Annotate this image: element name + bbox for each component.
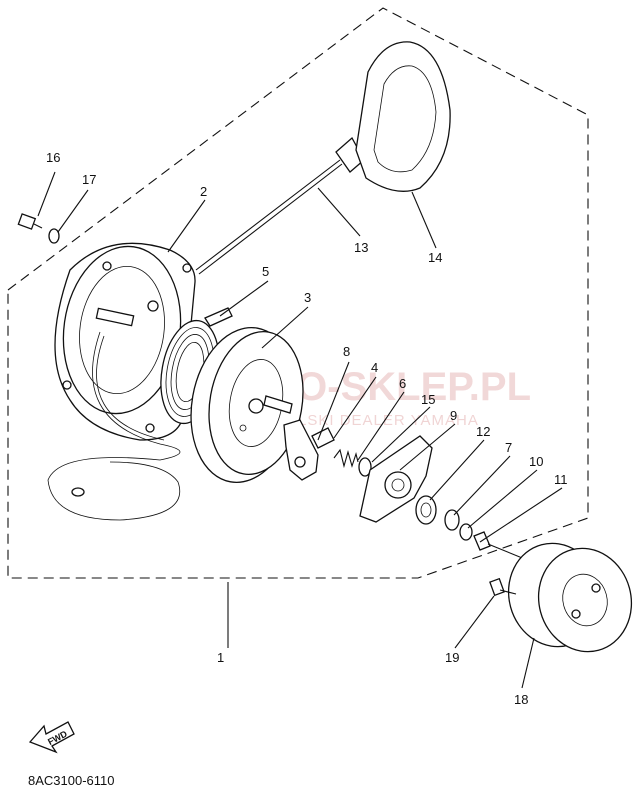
- washer-6: [358, 457, 372, 477]
- callout-9: 9: [450, 408, 457, 423]
- leader-lines: [37, 171, 563, 689]
- rope-pulley: [190, 327, 304, 483]
- callout-18: 18: [514, 692, 528, 707]
- callout-14: 14: [428, 250, 442, 265]
- loose-rope-coil: [47, 331, 181, 521]
- starter-drum: [507, 542, 633, 653]
- callout-12: 12: [476, 424, 490, 439]
- callout-13: 13: [354, 240, 368, 255]
- callout-3: 3: [304, 290, 311, 305]
- bolt-16: [17, 213, 43, 230]
- starter-handle: [335, 41, 451, 192]
- callout-16: 16: [46, 150, 60, 165]
- callout-8: 8: [343, 344, 350, 359]
- washer-17: [48, 228, 60, 244]
- callout-7: 7: [505, 440, 512, 455]
- fwd-arrow-icon: FWD: [28, 721, 75, 754]
- callout-19: 19: [445, 650, 459, 665]
- diagram-code: 8AC3100-6110: [28, 773, 115, 788]
- callout-4: 4: [371, 360, 378, 375]
- spring-washer-7: [444, 509, 460, 531]
- callout-17: 17: [82, 172, 96, 187]
- friction-plate: [359, 435, 433, 523]
- callout-1: 1: [217, 650, 224, 665]
- callout-6: 6: [399, 376, 406, 391]
- drive-pawl: [283, 419, 335, 481]
- bolt-19: [489, 577, 517, 597]
- pawl-spring: [333, 448, 359, 469]
- callout-10: 10: [529, 454, 543, 469]
- callout-15: 15: [421, 392, 435, 407]
- washer-10: [459, 523, 473, 541]
- assembly-boundary: [7, 7, 589, 579]
- starter-rope: [195, 159, 341, 271]
- callout-11: 11: [554, 472, 568, 487]
- callout-2: 2: [200, 184, 207, 199]
- washer-12: [415, 495, 437, 525]
- callout-5: 5: [262, 264, 269, 279]
